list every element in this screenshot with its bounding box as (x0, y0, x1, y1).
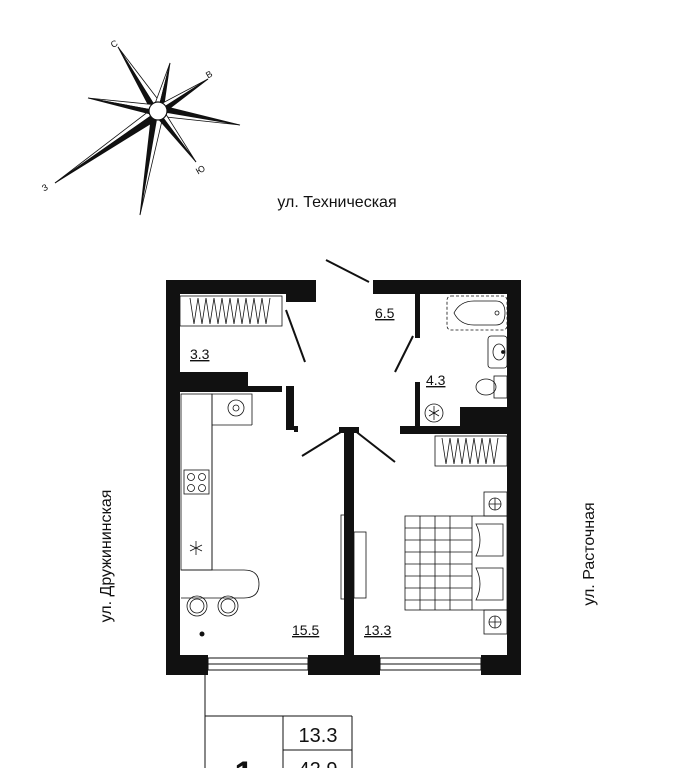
compass-west-label: З (40, 182, 50, 193)
compass-south-label: Ю (194, 163, 207, 176)
room-area-storage: 3.3 (190, 346, 210, 362)
room-area-bathroom: 4.3 (426, 372, 446, 388)
exterior-walls (166, 280, 521, 675)
street-west: ул. Дружининская (98, 490, 115, 623)
windows (207, 657, 482, 671)
tv-stand (340, 514, 367, 600)
room-area-bedroom: 13.3 (364, 622, 391, 638)
summary-table (205, 715, 353, 768)
summary-total-area: 42.9 (299, 759, 338, 768)
kitchen-counter (180, 393, 260, 617)
summary-living-area: 13.3 (299, 725, 338, 747)
room-area-kitchen-living: 15.5 (292, 622, 319, 638)
bathroom-fixtures (424, 295, 508, 423)
compass-rose (54, 46, 241, 216)
room-area-hall: 6.5 (375, 305, 395, 321)
interior-walls (180, 294, 507, 655)
street-east: ул. Расточная (581, 502, 598, 605)
compass-east-label: В (204, 69, 214, 81)
storage-wardrobe (179, 295, 283, 327)
bedroom-wardrobe (434, 435, 508, 467)
compass-north-label: С (109, 38, 120, 50)
doors (285, 259, 414, 463)
summary-rooms-count: 1 (235, 755, 254, 768)
street-north: ул. Техническая (277, 194, 396, 211)
leader-dot (199, 631, 205, 637)
bed (404, 491, 508, 635)
